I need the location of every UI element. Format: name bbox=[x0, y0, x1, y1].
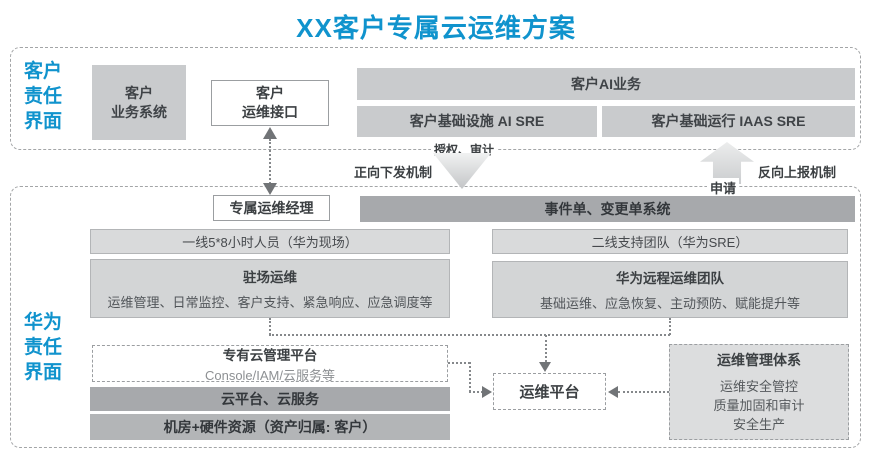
apply-label: 申请 bbox=[707, 178, 740, 197]
customer-iaas-sre-box: 客户基础运行 IAAS SRE bbox=[602, 106, 855, 137]
cloud-mgmt-platform-title: 专有云管理平台 bbox=[222, 347, 318, 363]
cloud-mgmt-platform-box: 专有云管理平台 Console/IAM/云服务等 bbox=[92, 345, 448, 383]
remote-team-box: 华为远程运维团队 基础运维、应急恢复、主动预防、赋能提升等 bbox=[492, 261, 848, 318]
onsite-bus-drop-line bbox=[269, 318, 271, 335]
cloud-platform-bar: 云平台、云服务 bbox=[90, 387, 450, 411]
customer-business-system-line2: 业务系统 bbox=[111, 103, 167, 120]
huawei-responsibility-section-frame bbox=[10, 186, 861, 448]
secondline-team-box: 二线支持团队（华为SRE） bbox=[492, 229, 848, 254]
onsite-om-desc: 运维管理、日常监控、客户支持、紧急响应、应急调度等 bbox=[107, 295, 433, 310]
bus-horizontal-line bbox=[269, 334, 670, 336]
customer-om-interface-line2: 运维接口 bbox=[242, 104, 298, 120]
remote-team-title: 华为远程运维团队 bbox=[616, 271, 724, 286]
huawei-section-label: 华为 责任 界面 bbox=[24, 310, 84, 385]
remote-team-desc: 基础运维、应急恢复、主动预防、赋能提升等 bbox=[539, 296, 800, 311]
bus-to-platform-arrowhead bbox=[539, 362, 551, 372]
customer-ai-business-box: 客户AI业务 bbox=[357, 68, 855, 100]
huawei-label-line1: 华为 bbox=[24, 312, 63, 333]
om-management-system-box: 运维管理体系 运维安全管控 质量加固和审计 安全生产 bbox=[669, 344, 849, 440]
cloudmgmt-connector-h1 bbox=[448, 362, 470, 364]
customer-ai-sre-box: 客户基础设施 AI SRE bbox=[357, 106, 597, 137]
interface-manager-arrowhead-up bbox=[263, 127, 277, 139]
om-management-system-title: 运维管理体系 bbox=[717, 352, 801, 368]
huawei-label-line3: 界面 bbox=[24, 362, 63, 383]
dedicated-om-manager-box: 专属运维经理 bbox=[213, 195, 330, 221]
huawei-label-line2: 责任 bbox=[24, 337, 63, 358]
customer-label-line1: 客户 bbox=[24, 61, 63, 82]
cloudmgmt-connector-v bbox=[469, 362, 471, 392]
onsite-om-box: 驻场运维 运维管理、日常监控、客户支持、紧急响应、应急调度等 bbox=[90, 259, 450, 318]
cloudmgmt-connector-h2 bbox=[469, 391, 483, 393]
cloudmgmt-connector-arrowhead bbox=[482, 386, 492, 398]
customer-label-line2: 责任 bbox=[24, 86, 63, 107]
reverse-mechanism-label: 反向上报机制 bbox=[758, 165, 837, 180]
forward-mechanism-label: 正向下发机制 bbox=[354, 165, 433, 180]
omsystem-connector-line bbox=[618, 391, 669, 393]
ticket-system-bar: 事件单、变更单系统 bbox=[360, 196, 855, 222]
interface-manager-connector-line bbox=[269, 139, 271, 184]
customer-business-system-line1: 客户 bbox=[125, 84, 153, 101]
customer-section-label: 客户 责任 界面 bbox=[24, 59, 84, 134]
forward-down-arrow bbox=[433, 153, 491, 189]
om-system-line1: 运维安全管控 bbox=[719, 379, 798, 394]
customer-om-interface-line1: 客户 bbox=[256, 85, 284, 101]
om-system-line3: 安全生产 bbox=[732, 417, 785, 432]
page-title: XX客户专属云运维方案 bbox=[296, 13, 576, 43]
frontline-team-box: 一线5*8小时人员（华为现场） bbox=[90, 229, 450, 254]
omsystem-connector-arrowhead bbox=[608, 386, 618, 398]
customer-business-system-box: 客户 业务系统 bbox=[92, 65, 186, 140]
customer-label-line3: 界面 bbox=[24, 111, 63, 132]
remote-bus-drop-line bbox=[669, 318, 671, 335]
customer-om-interface-box: 客户 运维接口 bbox=[211, 80, 329, 126]
interface-manager-arrowhead-down bbox=[263, 183, 277, 195]
cloud-mgmt-platform-desc: Console/IAM/云服务等 bbox=[204, 367, 336, 383]
bus-to-platform-line bbox=[545, 335, 547, 362]
om-system-line2: 质量加固和审计 bbox=[713, 398, 805, 413]
datacenter-bar: 机房+硬件资源（资产归属: 客户） bbox=[90, 414, 450, 440]
onsite-om-title: 驻场运维 bbox=[243, 270, 297, 285]
om-platform-box: 运维平台 bbox=[493, 373, 606, 410]
